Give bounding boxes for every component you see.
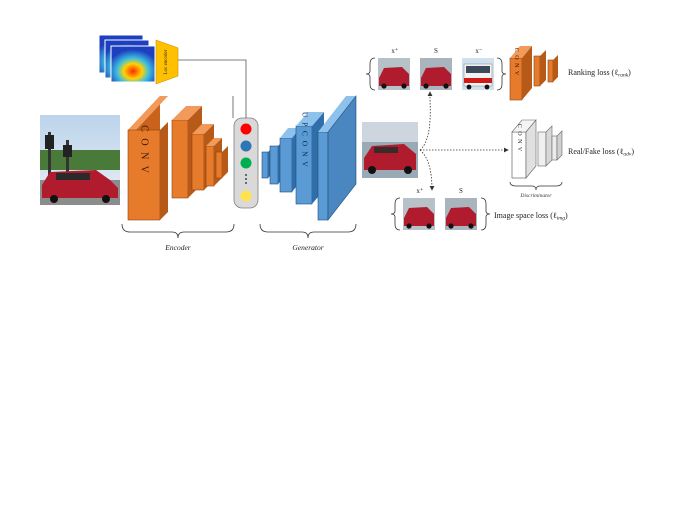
connector-to-ranking: [419, 91, 433, 151]
thumb-xminus-top: [462, 58, 494, 90]
label-s-bottom: S: [459, 187, 463, 195]
thumb-xplus-bottom: [403, 198, 435, 230]
loc-encoder-label: Loc encoder: [164, 49, 169, 74]
imgloss-right-brace: [480, 197, 491, 231]
blue-dot: [240, 140, 252, 152]
image-loss-label: Image space loss (ℓimg): [494, 211, 568, 222]
discriminator-conv-label: C O N V: [516, 124, 522, 152]
generator-brace: [259, 223, 357, 239]
ranking-conv-stack: C O N V: [509, 46, 558, 101]
thumb-s-top: [420, 58, 452, 90]
loc-encoder: Loc encoder: [155, 39, 179, 85]
label-xplus-bottom: x⁺: [416, 187, 424, 195]
encoder-conv-label: C O N V: [139, 125, 150, 175]
ranking-right-brace: [496, 57, 507, 91]
vertical-ellipsis: [245, 174, 247, 184]
connector-to-image-loss: [419, 149, 435, 191]
ranking-loss-label: Ranking loss (ℓrank): [568, 68, 631, 79]
heatmap-stack: [98, 34, 156, 83]
generated-image: [362, 122, 418, 178]
imgloss-left-brace: [390, 197, 401, 231]
ranking-conv-label: C O N V: [513, 48, 519, 76]
thumb-s-bottom: [445, 198, 477, 230]
generator-upconv-stack: U P C O N V: [261, 95, 357, 221]
discriminator-brace: [509, 181, 563, 191]
yellow-dot: [240, 190, 252, 202]
input-photo: [40, 115, 120, 205]
realfake-loss-label: Real/Fake loss (ℓadv): [568, 147, 634, 158]
encoder-brace: [121, 223, 235, 239]
label-xminus-top: x⁻: [475, 47, 483, 55]
encoder-conv-stack: C O N V: [127, 96, 228, 221]
upconv-label: U P C O N V: [301, 112, 310, 168]
loc-to-latent-connector: [178, 59, 247, 118]
label-xplus-top: x⁺: [391, 47, 399, 55]
discriminator-stack: C O N V: [511, 119, 563, 179]
red-dot: [240, 123, 252, 135]
latent-vector: [233, 117, 259, 209]
green-dot: [240, 157, 252, 169]
thumb-xplus-top: [378, 58, 410, 90]
discriminator-caption: Discriminator: [519, 193, 552, 199]
ranking-left-brace: [365, 57, 376, 91]
encoder-caption: Encoder: [164, 243, 190, 252]
generator-caption: Generator: [292, 243, 323, 252]
label-s-top: S: [434, 47, 438, 55]
